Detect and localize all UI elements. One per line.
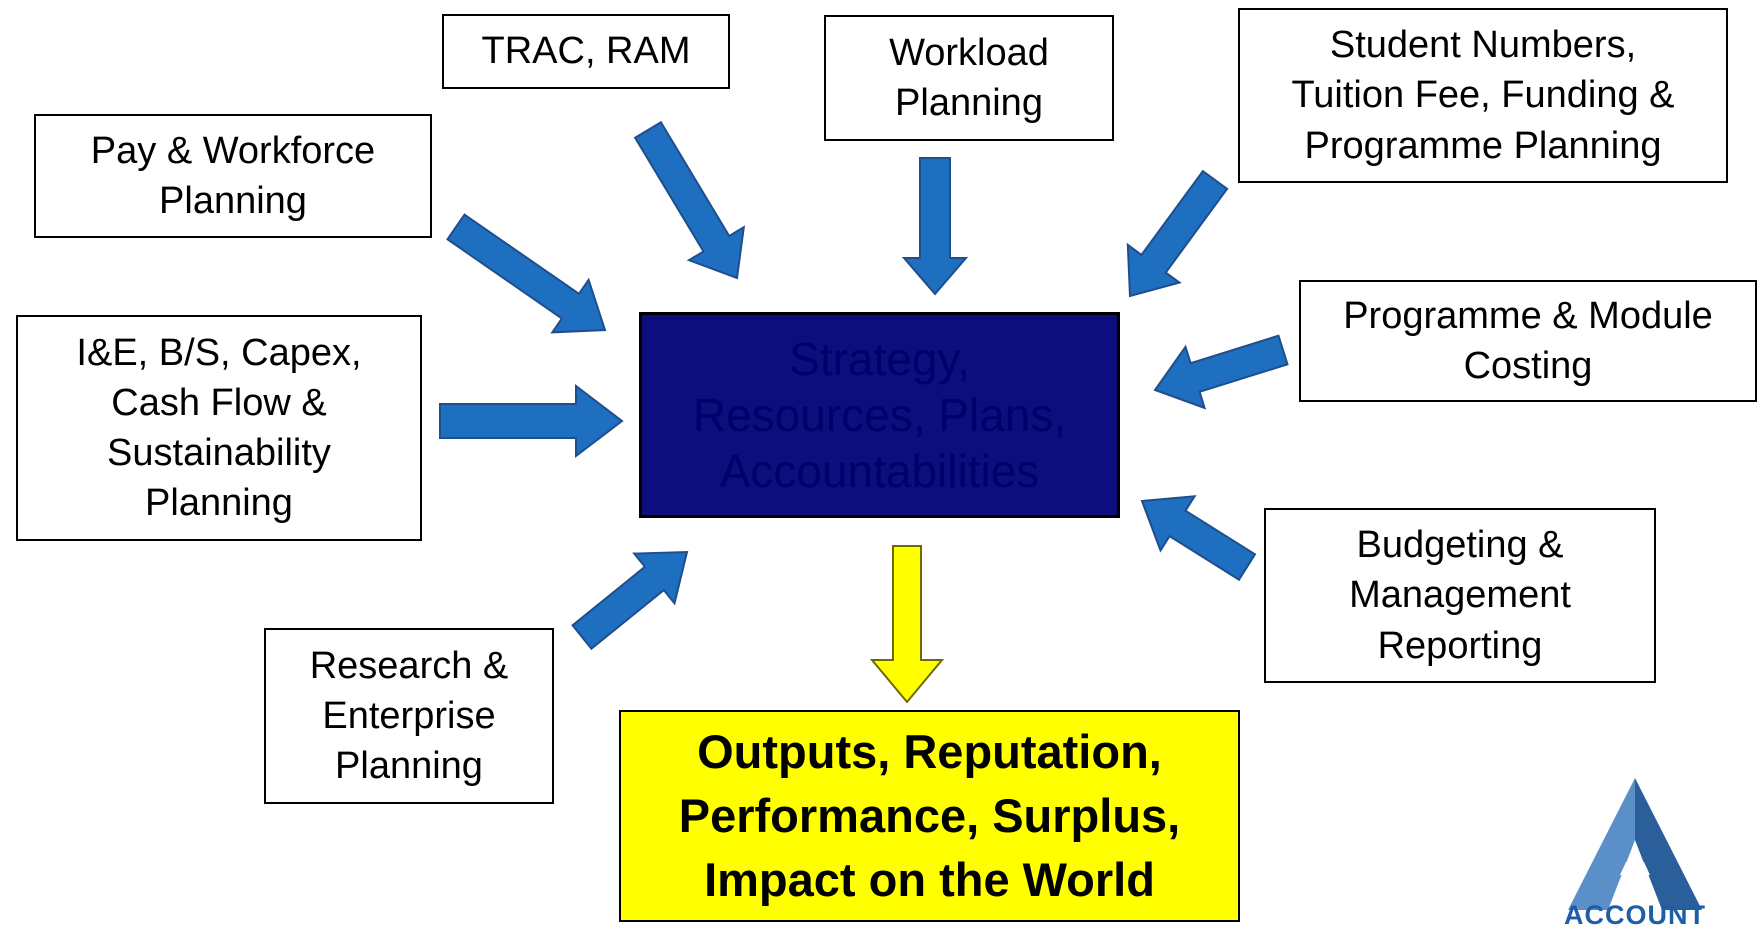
outputs-label: Outputs, Reputation, Performance, Surplu… [678, 725, 1181, 906]
logo-text: ACCOUNT [1564, 900, 1706, 930]
arrow-ie-planning [439, 383, 624, 459]
account-logo-icon [1568, 778, 1702, 910]
strategy-label: Strategy, Resources, Plans, Accountabili… [692, 332, 1067, 498]
arrow-student-numbers [1126, 169, 1229, 298]
research-enterprise-label: Research & Enterprise Planning [309, 644, 509, 788]
arrow-budgeting [1140, 495, 1257, 582]
trac-ram-box: TRAC, RAM [442, 14, 730, 89]
arrow-workload [901, 157, 969, 296]
arrow-research [571, 550, 689, 651]
budgeting-label: Budgeting & Management Reporting [1349, 524, 1571, 667]
pay-workforce-box: Pay & Workforce Planning [34, 114, 432, 238]
workload-planning-box: Workload Planning [824, 15, 1114, 141]
programme-costing-box: Programme & Module Costing [1299, 280, 1757, 402]
arrow-programme-costing [1153, 334, 1289, 410]
programme-costing-label: Programme & Module Costing [1343, 294, 1713, 387]
pay-workforce-label: Pay & Workforce Planning [90, 129, 376, 222]
ie-planning-box: I&E, B/S, Capex, Cash Flow & Sustainabil… [16, 315, 422, 541]
workload-planning-label: Workload Planning [889, 31, 1049, 124]
arrow-pay-workforce [446, 213, 607, 334]
student-numbers-box: Student Numbers, Tuition Fee, Funding & … [1238, 8, 1728, 183]
research-enterprise-box: Research & Enterprise Planning [264, 628, 554, 804]
trac-ram-label: TRAC, RAM [481, 30, 691, 73]
arrow-output [869, 545, 945, 704]
outputs-box: Outputs, Reputation, Performance, Surplu… [619, 710, 1240, 922]
strategy-box: Strategy, Resources, Plans, Accountabili… [639, 312, 1120, 518]
ie-planning-label: I&E, B/S, Capex, Cash Flow & Sustainabil… [76, 331, 362, 525]
budgeting-box: Budgeting & Management Reporting [1264, 508, 1656, 683]
student-numbers-label: Student Numbers, Tuition Fee, Funding & … [1291, 24, 1675, 167]
arrow-trac-ram [633, 120, 746, 280]
